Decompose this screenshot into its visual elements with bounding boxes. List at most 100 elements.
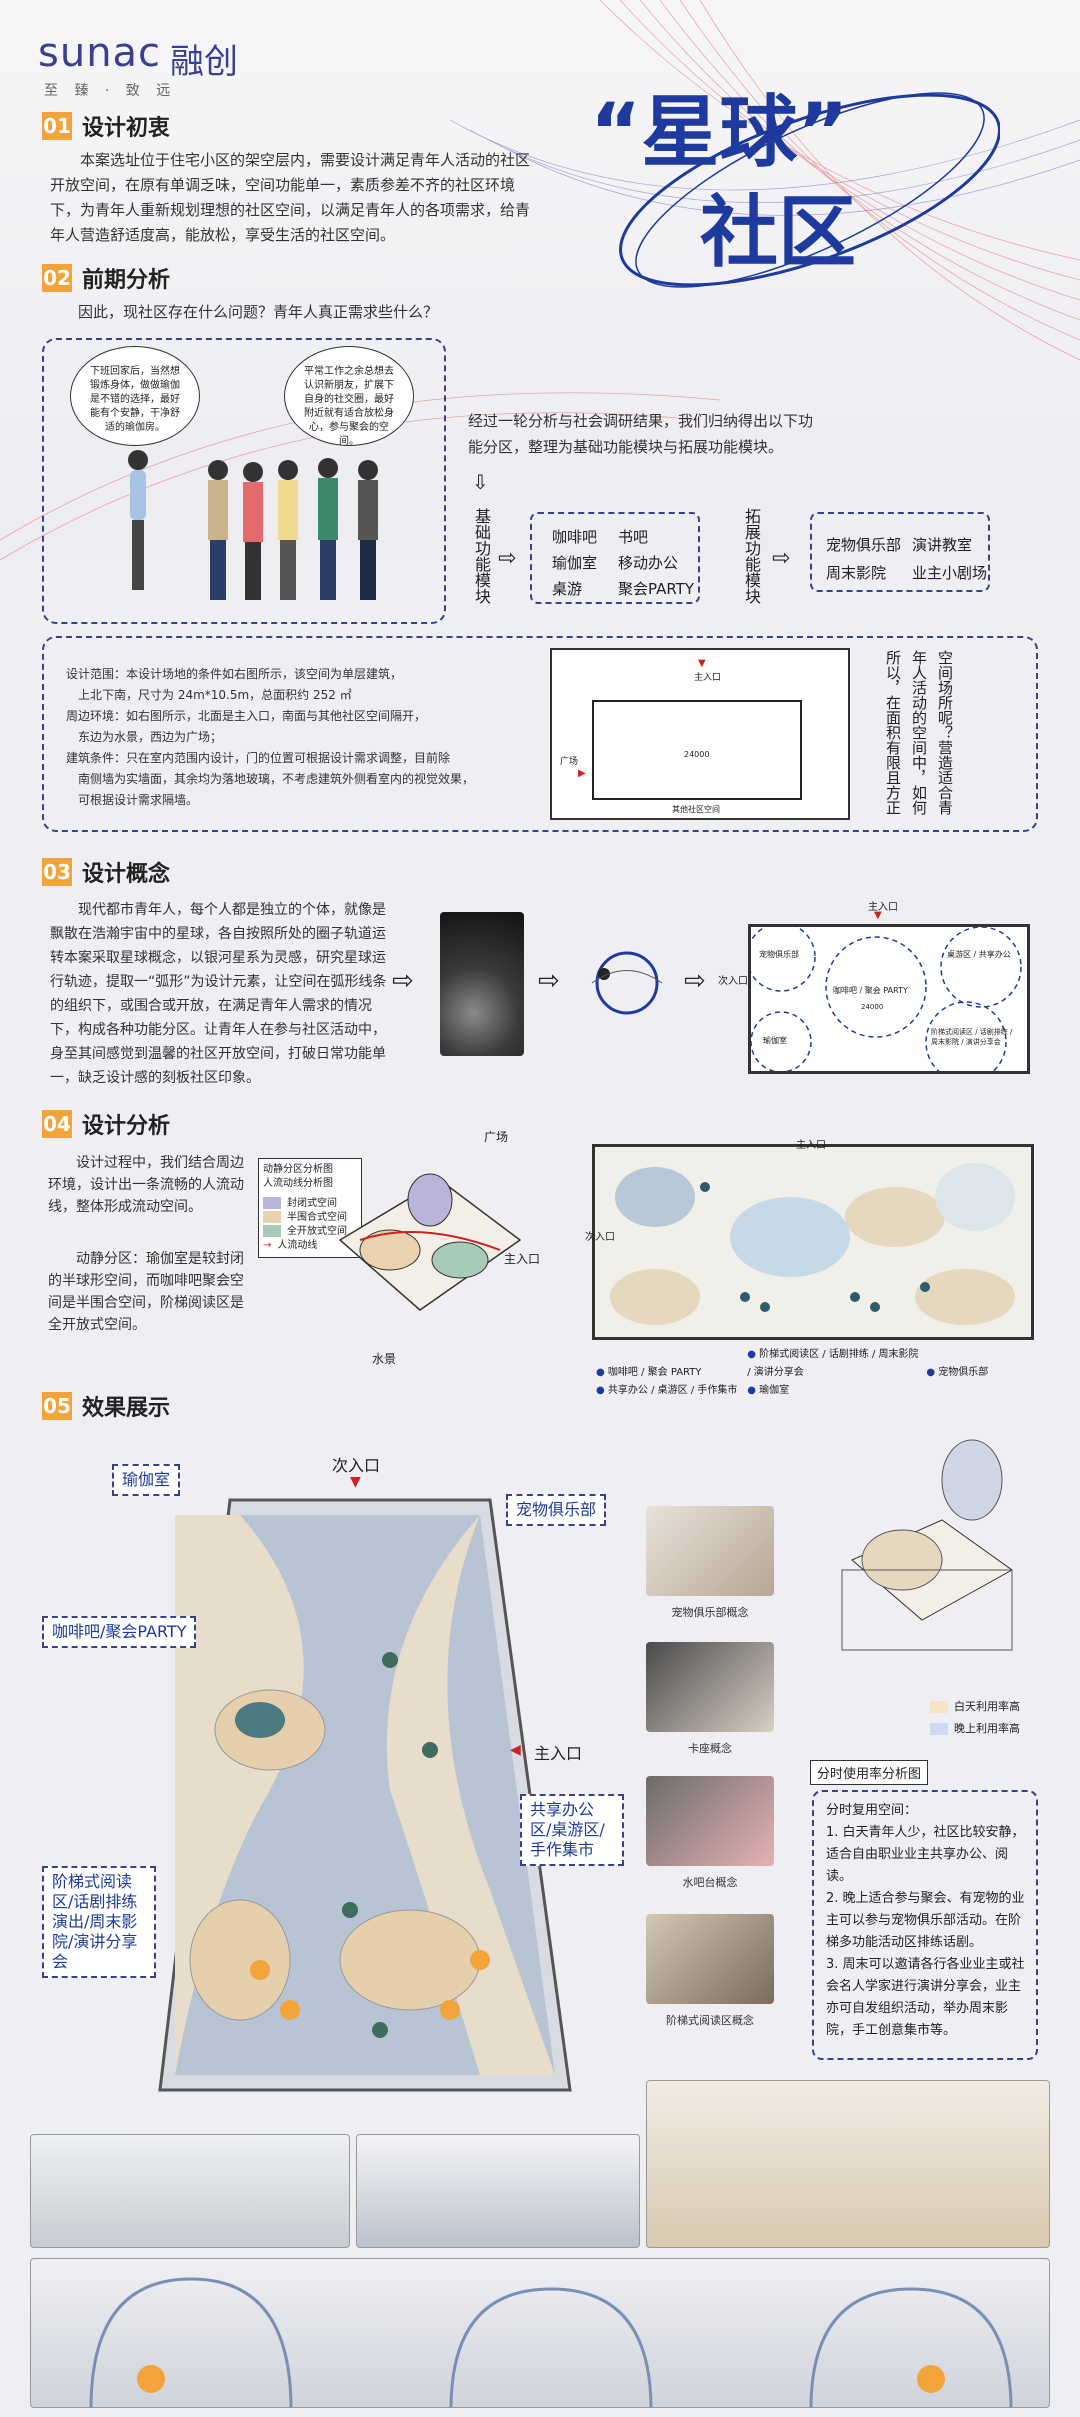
main-entry-label: 主入口 [504, 1252, 541, 1266]
arrow-right-icon: ⇨ [772, 546, 791, 571]
tag-office: 共享办公区/桌游区/手作集市 [520, 1794, 624, 1866]
concept-caption: 卡座概念 [688, 1742, 732, 1755]
legend-swatch [263, 1211, 281, 1223]
plan-legend-item: 共享办公 / 桌游区 / 手作集市 [607, 1385, 738, 1396]
usage-point: 3. 周末可以邀请各行各业业主或社会名人学家进行演讲分享会，业主亦可自发组织活动… [826, 1957, 1025, 2038]
zone-label: 桌游区 / 共享办公 [947, 950, 1011, 959]
plan-legend-item: 咖啡吧 / 聚会 PARTY [607, 1367, 702, 1378]
render-image-2 [356, 2134, 640, 2248]
legend-item: 白天利用率高 [954, 1700, 1020, 1713]
section-number: 04 [42, 1110, 72, 1138]
section-title: 设计初衷 [82, 116, 171, 141]
zone-label: 咖啡吧 / 聚会 PARTY [833, 986, 908, 995]
arrow-right-icon: ⇨ [684, 966, 706, 996]
section-number: 05 [42, 1392, 72, 1420]
planet-image [440, 912, 524, 1056]
plaza-label: 广场 [484, 1130, 509, 1144]
isometric-render-main [158, 1498, 572, 2092]
section-number: 02 [42, 264, 72, 292]
brand-slogan: 至 臻 · 致 远 [44, 83, 177, 99]
zone-label: 瑜伽室 [763, 1036, 787, 1045]
site-condition-list: 设计范围：本设计场地的条件如右图所示，该空间为单层建筑， 上北下南，尺寸为 24… [66, 664, 516, 811]
section-03-heading: 03 设计概念 [42, 856, 170, 888]
usage-point: 1. 白天青年人少，社区比较安静，适合自由职业业主共享办公、阅读。 [826, 1825, 1025, 1884]
water-bar-concept-image [646, 1776, 774, 1866]
render-main-entry: 主入口 [534, 1744, 583, 1763]
site-width-dimension: 24000 [684, 750, 710, 759]
panorama-arches [89, 2277, 1013, 2407]
concept-paragraph: 现代都市青年人，每个人都是独立的个体，就像是飘散在浩瀚宇宙中的星球，各自按照所处… [50, 902, 387, 1086]
plan-legend-item: 阶梯式阅读区 / 话剧排练 / 周末影院 / 演讲分享会 [747, 1349, 919, 1378]
orbit-diagram-icon [591, 951, 663, 1015]
people-illustration [128, 450, 378, 600]
bullet-text: 东边为水景，西边为广场； [78, 730, 223, 744]
plan-legend-item: 宠物俱乐部 [938, 1367, 989, 1378]
arrow-down-icon: ⇩ [472, 470, 489, 494]
pet-club-concept-image [646, 1506, 774, 1596]
usage-point: 2. 晚上适合参与聚会、有宠物的业主可以参与宠物俱乐部活动。在阶梯多功能活动区排… [826, 1891, 1025, 1950]
func-item: 业主小剧场 [912, 564, 988, 582]
render-image-1 [30, 2134, 350, 2248]
zone-label: 阶梯式阅读区 / 话剧排练 / 周末影院 / 演讲分享会 [931, 1028, 1013, 1046]
basic-module-box [530, 512, 700, 604]
brand-logo-cn: 融创 [170, 42, 238, 82]
bullet-text: 设计范围：本设计场地的条件如右图所示，该空间为单层建筑， [66, 667, 403, 681]
legend-title: 人流动线分析图 [263, 1178, 333, 1189]
bullet-text: 可根据设计需求隔墙。 [78, 793, 199, 807]
tag-pet: 宠物俱乐部 [506, 1494, 607, 1526]
user-needs-panel [42, 338, 446, 624]
legend-item: 封闭式空间 [287, 1198, 337, 1209]
analysis-conclusion: 经过一轮分析与社会调研结果，我们归纳得出以下功能分区，整理为基础功能模块与拓展功… [468, 412, 814, 456]
analysis-paragraph-2: 动静分区：瑜伽室是较封闭的半球形空间，而咖啡吧聚会空间是半围合空间，阶梯阅读区是… [48, 1251, 244, 1333]
bullet-text: 周边环境：如右图所示，北面是主入口，南面与其他社区空间隔开， [66, 709, 427, 723]
speech-bubble-right: 平常工作之余总想去认识新朋友，扩展下自身的社交圈，最好附近就有适合放松身心，参与… [284, 346, 414, 447]
usage-subtitle: 分时复用空间： [826, 1803, 918, 1818]
site-building-outline [592, 700, 802, 800]
analysis-question: 因此，现社区存在什么问题？青年人真正需求些什么？ [78, 303, 439, 321]
arrow-right-icon: ⇨ [538, 966, 560, 996]
func-item: 聚会PARTY [618, 580, 695, 598]
zone-label: 宠物俱乐部 [759, 950, 799, 959]
section-02-heading: 02 前期分析 [42, 262, 170, 294]
tag-cafe: 咖啡吧/聚会PARTY [42, 1616, 197, 1648]
decorative-line-fan [0, 0, 1080, 560]
func-item: 移动办公 [618, 554, 679, 572]
bullet-text: 建筑条件：只在室内范围内设计，门的位置可根据设计需求调整，目前除 [66, 751, 451, 765]
render-image-panorama [30, 2258, 1050, 2408]
secondary-entry-label: 次入口 [718, 976, 748, 987]
bullet-text: 上北下南，尺寸为 24m*10.5m，总面积约 252 ㎡ [78, 688, 352, 702]
main-entry-label: 主入口 [868, 902, 898, 913]
usage-analysis-title: 分时使用率分析图 [810, 1760, 929, 1785]
arrow-right-icon: ⇨ [392, 966, 414, 996]
basic-module-label: 基础功能模块 [472, 508, 491, 604]
concept-zone-plan: 宠物俱乐部 咖啡吧 / 聚会 PARTY 桌游区 / 共享办公 瑜伽室 阶梯式阅… [748, 924, 1030, 1074]
usage-legend: 白天利用率高 晚上利用率高 [930, 1698, 1020, 1736]
arrow-right-icon: → [263, 1240, 272, 1251]
floor-plan-legend: ● 咖啡吧 / 聚会 PARTY ● 阶梯式阅读区 / 话剧排练 / 周末影院 … [596, 1349, 989, 1396]
section-number: 01 [42, 112, 72, 140]
floor-plan-shapes [610, 1163, 1015, 1325]
intro-paragraph: 本案选址位于住宅小区的架空层内，需要设计满足青年人活动的社区开放空间，在原有单调… [50, 151, 531, 244]
ext-module-box [810, 512, 990, 592]
func-item: 瑜伽室 [552, 554, 598, 572]
speech-bubble-left: 下班回家后，当然想锻炼身体，做做瑜伽是不错的选择，最好能有个安静，干净舒适的瑜伽… [70, 346, 200, 446]
stair-reading-concept-image [646, 1914, 774, 2004]
bullet-text: 南侧墙为实墙面，其余均为落地玻璃，不考虑建筑外侧看室内的视觉效果， [78, 772, 475, 786]
header-background [0, 0, 1080, 560]
section-05-heading: 05 效果展示 [42, 1390, 170, 1422]
entry-arrow-icon: ▶ [578, 768, 586, 779]
func-item: 演讲教室 [912, 536, 973, 554]
isometric-analysis-drawing [338, 1173, 522, 1311]
legend-swatch-night [930, 1723, 948, 1735]
entry-arrow-icon: ▼ [874, 910, 882, 921]
legend-item: 人流动线 [277, 1240, 318, 1251]
func-item: 宠物俱乐部 [826, 536, 902, 554]
entry-arrow-icon: ▼ [350, 1474, 361, 1490]
section-title: 设计概念 [82, 862, 171, 887]
legend-item: 晚上利用率高 [954, 1722, 1020, 1735]
orbit-ellipse-icon [619, 92, 1000, 288]
site-question-text: 空间场所呢？营造适合青年人活动的空间中，如何所以，在面积有限且方正 [884, 650, 954, 815]
section-title: 设计分析 [82, 1114, 171, 1139]
isometric-detail-drawing [841, 1439, 1013, 1651]
site-south-label: 其他社区空间 [672, 805, 720, 814]
